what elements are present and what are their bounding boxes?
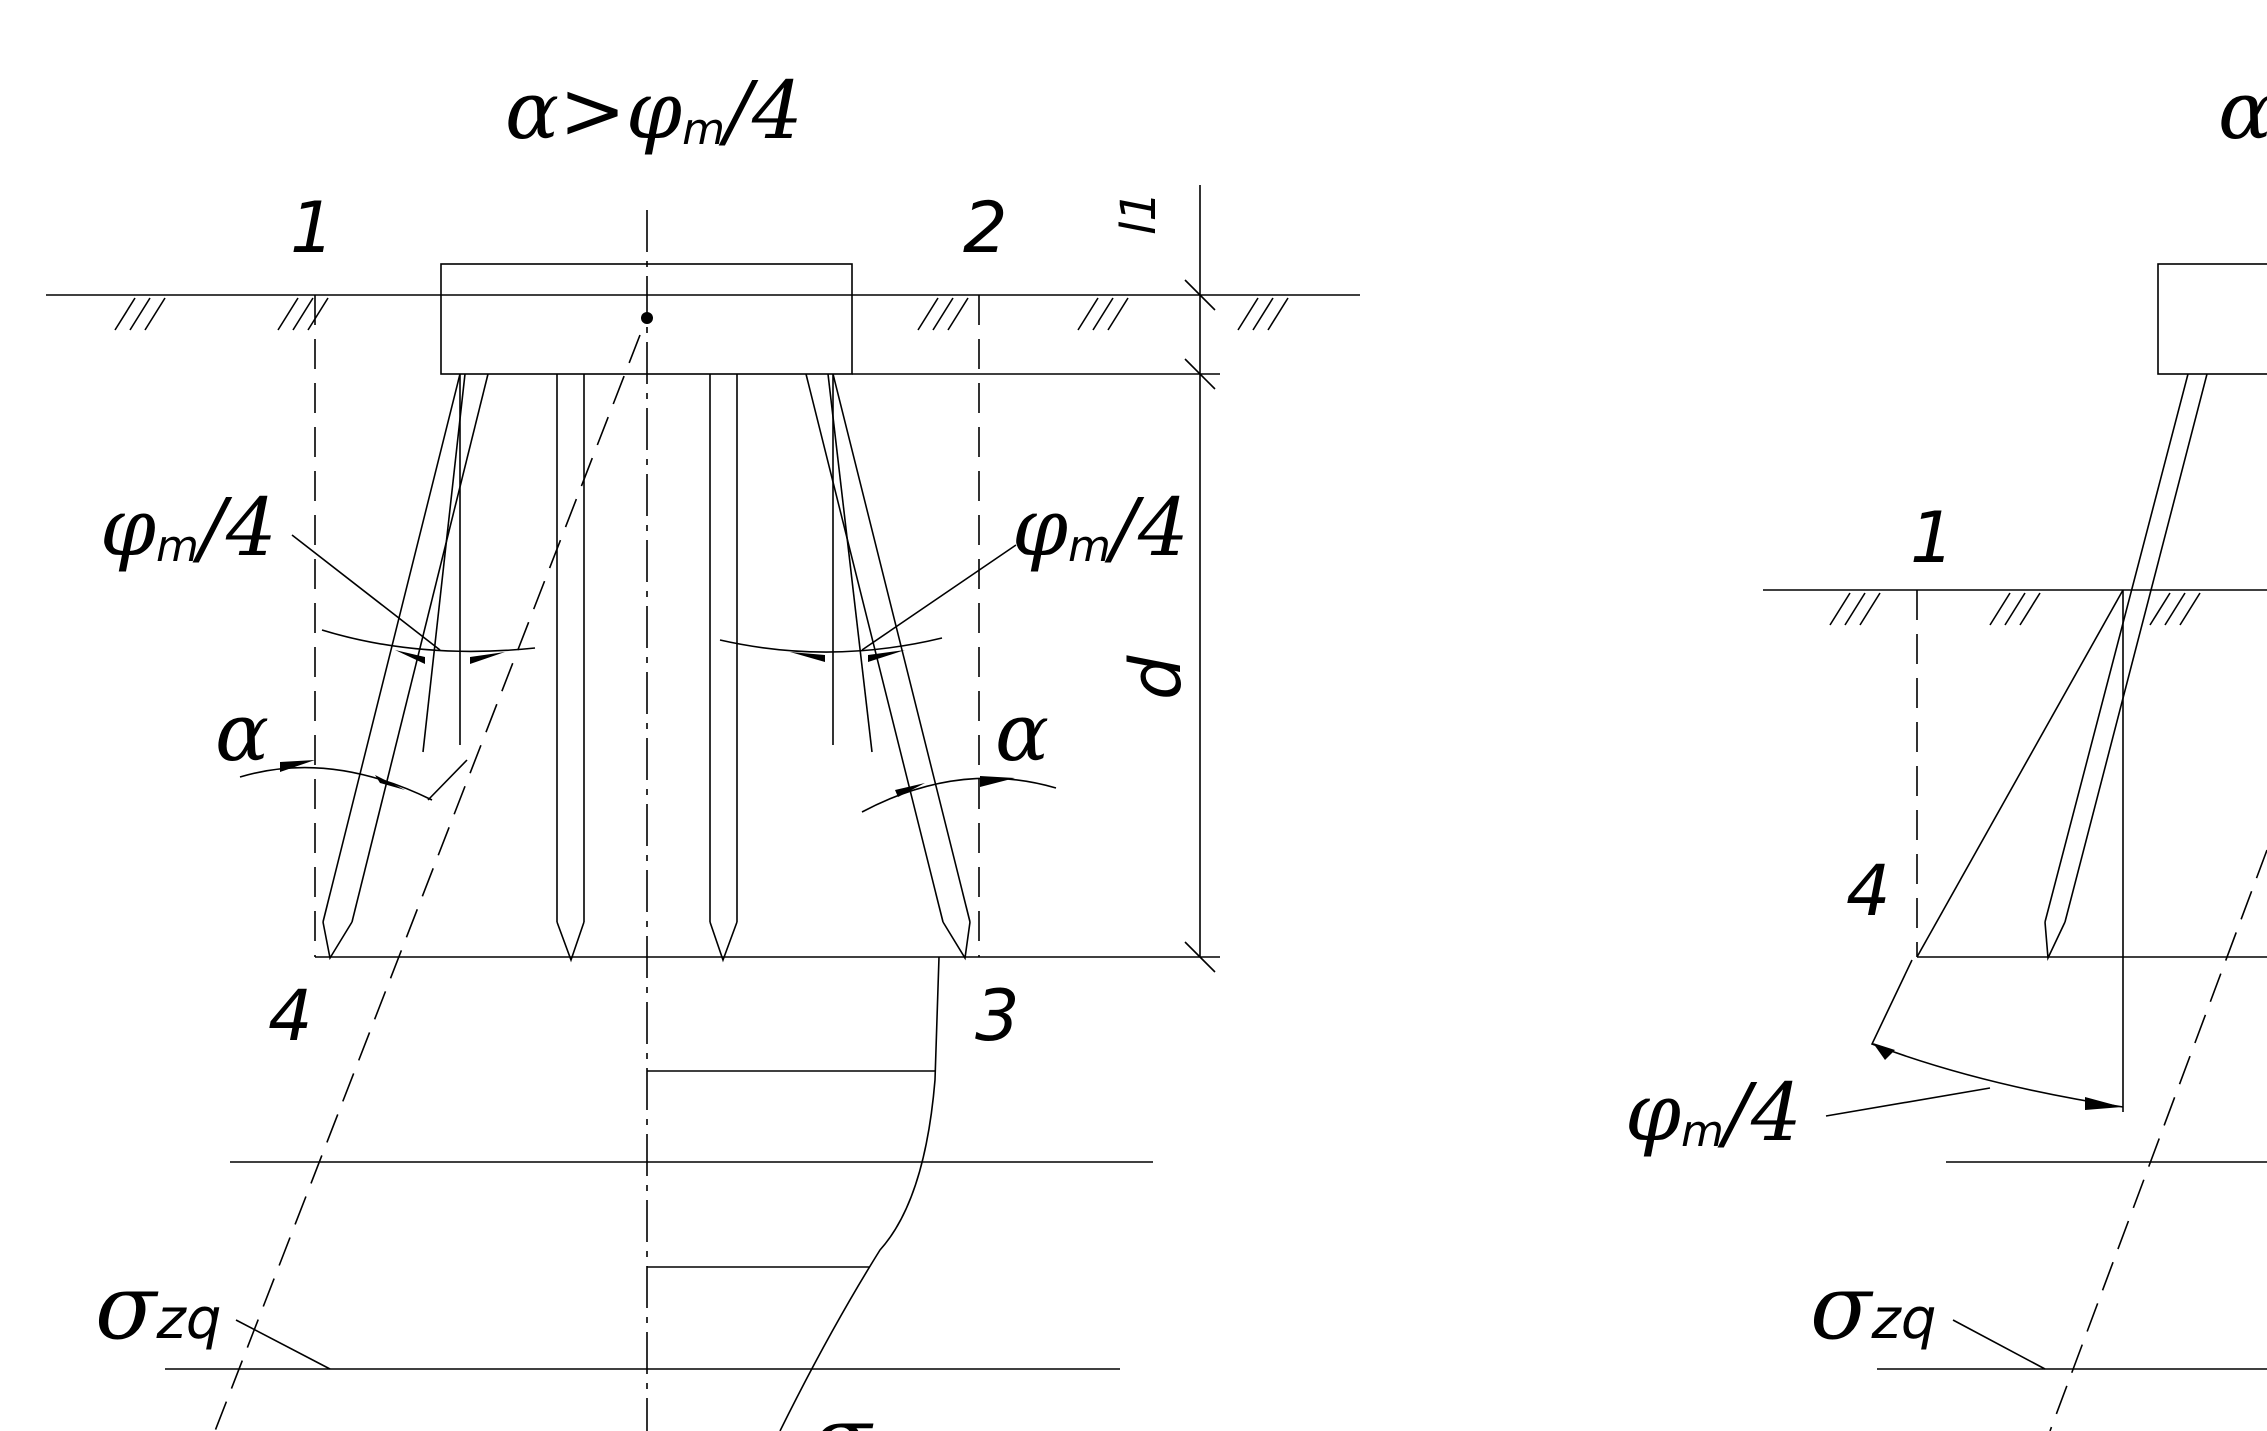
vertical-pile-left: [556, 374, 585, 963]
right-phi-diagonal: [1916, 589, 2124, 958]
phi-arrow-left-a: [395, 650, 425, 664]
inclined-pile-right: [805, 373, 971, 961]
phi-leader-left: [291, 534, 441, 651]
right-corner-label-4: 4: [1846, 850, 1891, 932]
right-title-partial: α: [2218, 64, 2267, 157]
phi-arrow-left-b: [470, 652, 505, 664]
right-phi-arc: [1870, 959, 2124, 1108]
phi-arrow-right-b: [868, 650, 905, 662]
sigma-zq-right: σzq: [1810, 1255, 1936, 1360]
right-ground-hatching: [1829, 592, 2201, 626]
dim-label-d: d: [1115, 655, 1197, 700]
phi-leader-right: [861, 544, 1017, 651]
corner-label-3: 3: [975, 975, 1020, 1057]
ground-hatching: [114, 297, 1289, 331]
left-title: α>φm/4: [505, 64, 803, 157]
sigma-z-partial: σ: [810, 1387, 874, 1431]
alpha-arrow-left-b: [375, 775, 405, 790]
phi-label-left: φm/4: [100, 481, 277, 574]
alpha-arc-right: [861, 777, 1057, 813]
left-diagram: α>φm/4: [46, 64, 1360, 1431]
alpha-arrow-right-a: [895, 783, 925, 797]
pressure-transfer-line: [214, 334, 641, 1431]
vertical-pile-right: [709, 374, 738, 963]
right-pile-cap: [2157, 263, 2267, 375]
alpha-arrow-right-b: [980, 776, 1015, 787]
alpha-label-left: α: [215, 686, 269, 779]
alpha-arrow-left-a: [280, 760, 315, 772]
dim-label-l1: l1: [1111, 191, 1167, 235]
alpha-label-right: α: [995, 686, 1049, 779]
corner-label-4: 4: [268, 975, 313, 1057]
right-phi-label: φm/4: [1625, 1066, 1802, 1159]
sigma-zq-leader-right: [1952, 1319, 2046, 1370]
right-corner-label-1: 1: [1910, 497, 1955, 579]
right-phi-arrow-b: [2085, 1097, 2122, 1110]
phi-arc-left: [321, 629, 536, 653]
alpha-arc-left: [239, 766, 433, 801]
corner-label-2: 2: [963, 187, 1008, 269]
right-transfer-line: [2049, 849, 2267, 1431]
right-inclined-pile: [2044, 373, 2208, 962]
right-phi-leader: [1825, 1087, 1991, 1117]
phi-label-right: φm/4: [1012, 481, 1189, 574]
sigma-zq-leader-left: [235, 1319, 331, 1370]
right-phi-arrow-a: [1873, 1043, 1895, 1060]
inclined-pile-left: [322, 373, 489, 961]
phi-arrow-right-a: [790, 652, 825, 662]
sigma-zq-left: σzq: [95, 1255, 221, 1360]
phi-angle-lines: [422, 373, 873, 801]
right-diagram: α 1 4 φm/4: [1625, 64, 2267, 1431]
corner-label-1: 1: [290, 187, 335, 269]
dimension-lines: [1184, 185, 1216, 973]
stress-diagram: [647, 956, 940, 1431]
phi-arc-right: [719, 637, 943, 653]
